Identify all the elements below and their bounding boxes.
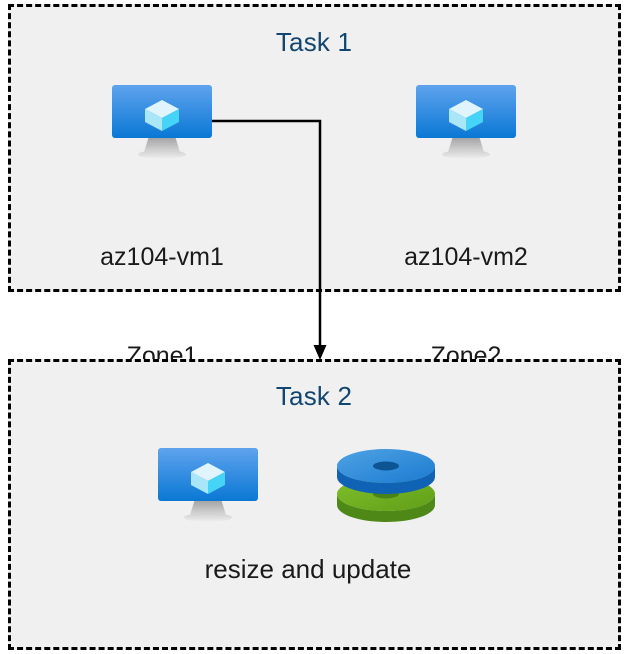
virtual-machine-icon[interactable] [111,84,213,160]
vm2-caption-line1: az104-vm2 [404,243,528,271]
virtual-machine-icon[interactable] [415,84,517,160]
task-2-group-box [8,359,621,650]
task-2-caption: resize and update [204,554,412,584]
task-2-title: Task 2 [275,381,353,411]
virtual-machine-icon[interactable] [157,447,259,523]
managed-disks-icon[interactable] [334,444,438,526]
task-1-title: Task 1 [275,27,353,57]
vm1-caption-line1: az104-vm1 [100,243,224,271]
